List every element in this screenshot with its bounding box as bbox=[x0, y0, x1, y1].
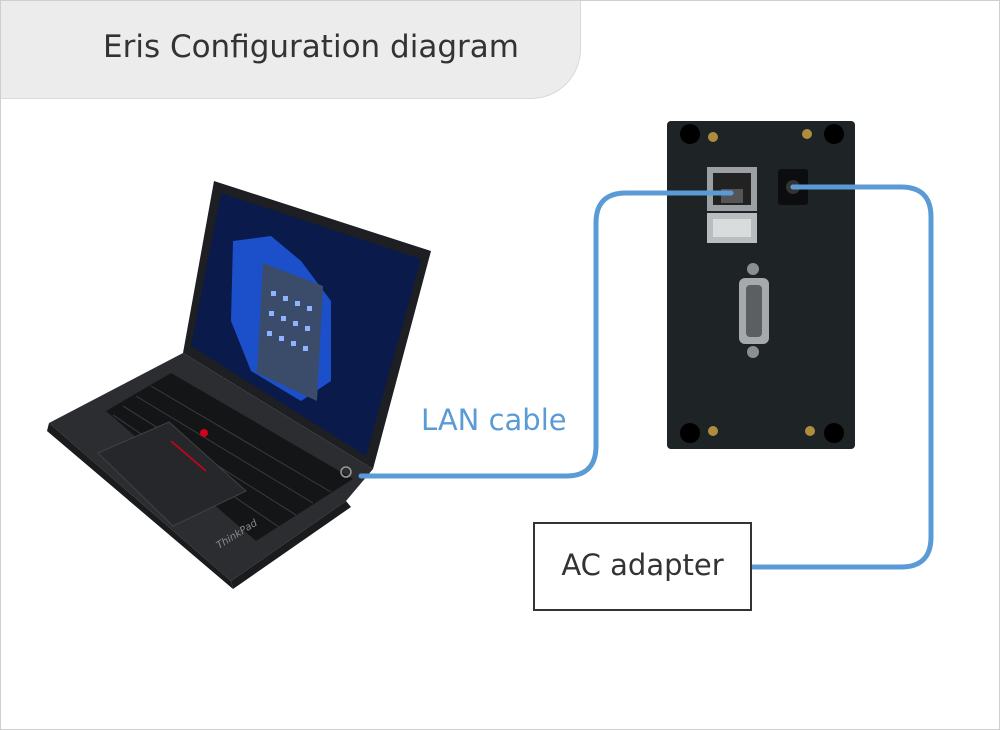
ac-adapter-label: AC adapter bbox=[561, 548, 724, 582]
lan-cable-label: LAN cable bbox=[421, 403, 567, 437]
db9-serial-port-icon bbox=[739, 263, 769, 358]
power-cable-line bbox=[750, 184, 934, 570]
ethernet-port-icon bbox=[707, 167, 757, 243]
diagram-title: Eris Configuration diagram bbox=[103, 29, 519, 65]
lan-cable-line bbox=[358, 190, 734, 479]
title-tab: Eris Configuration diagram bbox=[1, 1, 581, 99]
ac-adapter-box: AC adapter bbox=[533, 522, 752, 611]
